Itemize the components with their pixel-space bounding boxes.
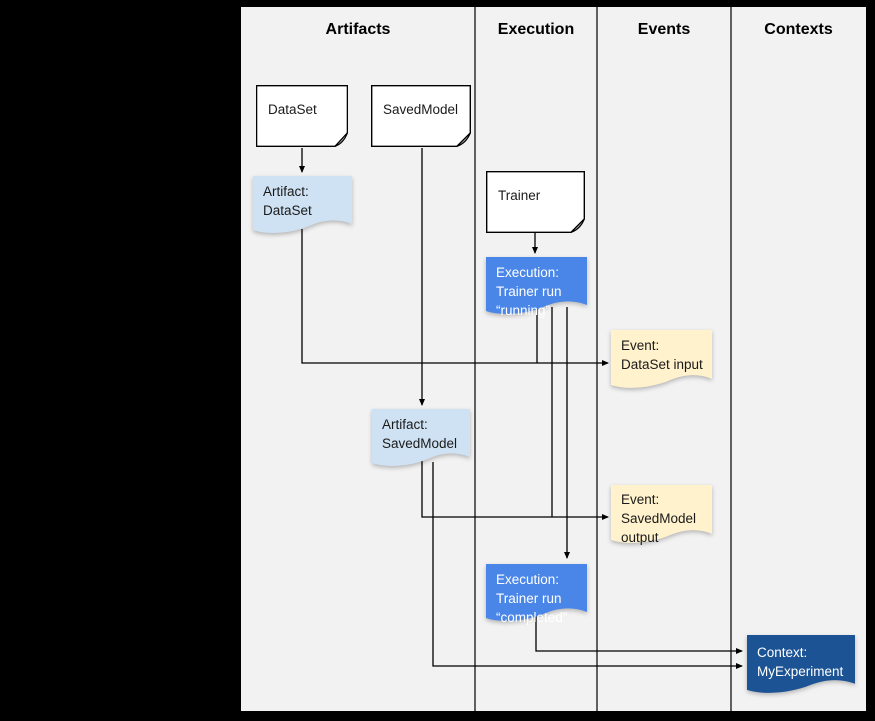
wave-shape [747, 635, 855, 693]
column-header-artifacts: Artifacts [325, 21, 391, 38]
connector-layer [299, 7, 743, 711]
node-label: Context: MyExperiment [757, 645, 844, 679]
node-execution-running: Execution: Trainer run “running” [486, 257, 587, 318]
node-artifact-savedmodel: Artifact: SavedModel [372, 409, 470, 470]
node-label: DataSet [268, 101, 317, 117]
node-execution-completed: Execution: Trainer run “completed” [486, 564, 587, 625]
lane-dividers [474, 7, 732, 711]
node-event-savedmodel-output: Event: SavedModel output [611, 485, 712, 547]
node-artifact-dataset: Artifact: DataSet [253, 176, 352, 237]
column-header-execution: Execution [497, 21, 575, 38]
wave-shape [253, 176, 352, 233]
wave-shape [486, 257, 587, 314]
node-label: Artifact: SavedModel [382, 417, 458, 451]
column-header-contexts: Contexts [764, 21, 833, 38]
connector-artifact-dataset-to-event-input [301, 229, 609, 366]
node-event-dataset-input: Event: DataSet input [611, 330, 712, 392]
connector-execution-completed-to-context [535, 614, 743, 654]
node-dataset-document: DataSet [256, 85, 348, 147]
node-savedmodel-document: SavedModel [371, 85, 471, 147]
column-header-events: Events [637, 21, 691, 38]
node-trainer-document: Trainer [486, 171, 585, 233]
lifecycle-diagram: Artifacts Execution Events Contexts [241, 7, 866, 711]
node-label: SavedModel [383, 101, 459, 117]
node-label: Event: SavedModel output [621, 492, 697, 545]
node-label: Execution: Trainer run “running” [496, 265, 562, 318]
folded-corner [334, 132, 348, 147]
wave-shape [611, 485, 712, 543]
connector-artifact-savedmodel-to-context [432, 462, 743, 669]
wave-shape [611, 330, 712, 388]
folded-corner [456, 132, 471, 147]
wave-shape [486, 564, 587, 621]
node-label: Trainer [498, 187, 541, 203]
connector-artifact-savedmodel-to-event-output [421, 459, 609, 520]
node-label: Event: DataSet input [621, 338, 703, 372]
node-label: Artifact: DataSet [263, 184, 312, 218]
folded-corner [570, 218, 585, 233]
wave-shape [372, 409, 470, 466]
node-label: Execution: Trainer run “completed” [496, 572, 568, 625]
node-context-myexperiment: Context: MyExperiment [747, 635, 855, 697]
